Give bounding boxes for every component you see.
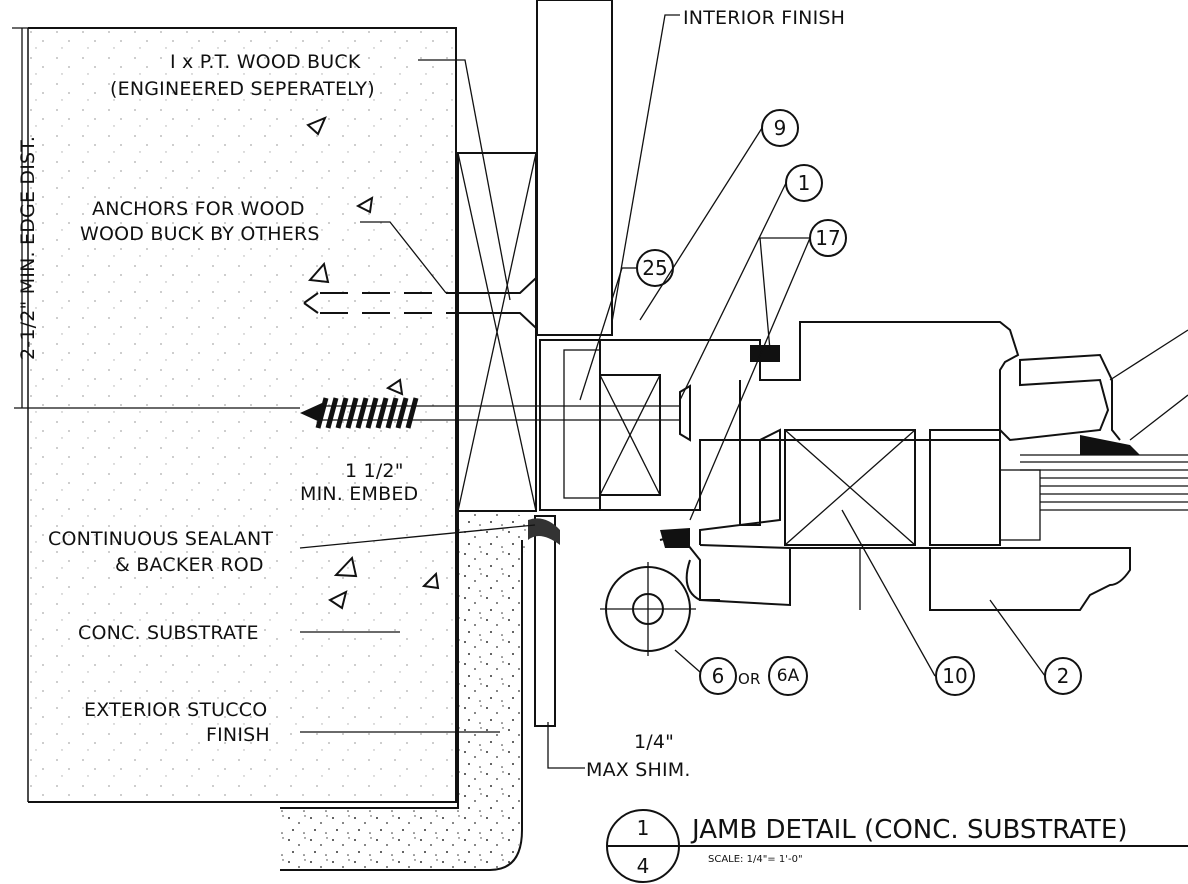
svg-text:2: 2 [1057,664,1070,688]
edge-distance-label: 2-1/2" MIN. EDGE DIST. [17,136,39,360]
callout-6: 6 [699,657,737,695]
leader-lines [299,14,1188,769]
detail-scale: SCALE: 1/4"= 1'-0" [708,854,803,865]
conc-substrate-label: CONC. SUBSTRATE [78,622,259,644]
section-triangles [306,116,440,610]
svg-text:10: 10 [942,664,967,688]
svg-text:1: 1 [798,171,811,195]
shim-label-line2: MAX SHIM. [586,759,691,781]
callout-25: 25 [622,249,674,287]
callout-17: 17 [809,219,847,257]
or-label: OR [738,670,761,688]
anchors-label-line2: WOOD BUCK BY OTHERS [80,223,320,245]
sheet-number: 4 [637,854,650,878]
svg-text:25: 25 [642,256,667,280]
wood-buck-label-line1: I x P.T. WOOD BUCK [170,51,361,73]
shim [534,515,556,727]
title-block: 1 4 JAMB DETAIL (CONC. SUBSTRATE) SCALE:… [606,809,1188,883]
callout-6a: 6A [768,656,808,696]
callout-1: 1 [785,164,823,202]
sealant-bead [528,518,560,545]
svg-text:17: 17 [815,226,840,250]
shim-label-line1: 1/4" [634,731,674,753]
sealant-label-line1: CONTINUOUS SEALANT [48,528,273,550]
svg-text:6: 6 [712,664,725,688]
interior-finish-label: INTERIOR FINISH [683,7,845,29]
anchor-bolt-head [600,562,696,656]
svg-text:9: 9 [774,116,787,140]
sealant-label-line2: & BACKER ROD [115,554,264,576]
concrete-screw-anchor [300,384,691,442]
glazing-unit [999,454,1188,541]
svg-text:6A: 6A [777,666,800,686]
stucco-label-line1: EXTERIOR STUCCO [84,699,267,721]
wood-buck [457,152,537,512]
callout-10: 10 [935,656,975,696]
embed-label-line1: 1 1/2" [345,460,404,482]
edge-distance-dimension: 2-1/2" MIN. EDGE DIST. [12,27,300,409]
embed-label-line2: MIN. EMBED [300,483,418,505]
wood-buck-anchor [303,275,537,331]
window-frame-section [539,321,1140,611]
wood-buck-label-line2: (ENGINEERED SEPERATELY) [110,78,375,100]
stucco-label-line2: FINISH [206,724,270,746]
callout-2: 2 [1044,657,1082,695]
anchors-label-line1: ANCHORS FOR WOOD [92,198,305,220]
detail-number: 1 [637,816,650,840]
detail-title: JAMB DETAIL (CONC. SUBSTRATE) [690,815,1127,845]
interior-finish-wall [536,0,613,336]
callout-9: 9 [761,109,799,147]
exterior-stucco [280,511,536,871]
